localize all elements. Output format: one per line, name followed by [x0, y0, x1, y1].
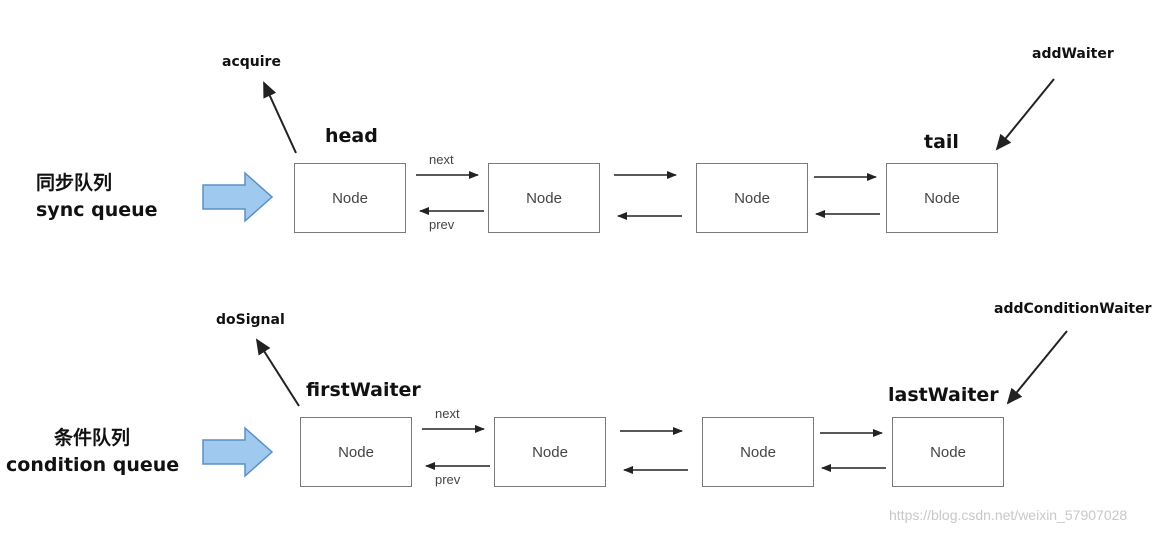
add-condition-waiter-arrow: [1006, 330, 1068, 405]
sync-node-2: Node: [488, 163, 600, 233]
sync-node-3: Node: [696, 163, 808, 233]
do-signal-arrow: [255, 338, 300, 407]
condition-queue-label: 条件队列 condition queue: [6, 425, 179, 479]
first-waiter-label: firstWaiter: [306, 379, 421, 401]
condition-queue-label-cn: 条件队列: [54, 427, 131, 449]
cond-node-first: Node: [300, 417, 412, 487]
sync-queue-label: 同步队列 sync queue: [36, 170, 158, 224]
sync-queue-label-en: sync queue: [36, 199, 158, 221]
condition-queue-entry-arrow: [202, 426, 274, 478]
sync-queue-label-cn: 同步队列: [36, 172, 113, 194]
sync-queue-entry-arrow: [202, 171, 274, 223]
sync-next-label: next: [429, 152, 454, 167]
watermark: https://blog.csdn.net/weixin_57907028: [889, 507, 1128, 523]
head-label: head: [325, 125, 378, 147]
cond-node-3: Node: [702, 417, 814, 487]
last-waiter-label: lastWaiter: [888, 384, 999, 406]
cond-next-label: next: [435, 406, 460, 421]
cond-node-2: Node: [494, 417, 606, 487]
sync-prev-label: prev: [429, 217, 455, 232]
do-signal-label: doSignal: [216, 312, 285, 328]
sync-node-tail: Node: [886, 163, 998, 233]
cond-prev-label: prev: [435, 472, 461, 487]
add-waiter-label: addWaiter: [1032, 46, 1114, 62]
cond-node-last: Node: [892, 417, 1004, 487]
sync-node-head: Node: [294, 163, 406, 233]
acquire-label: acquire: [222, 54, 281, 70]
add-condition-waiter-label: addConditionWaiter: [994, 301, 1152, 317]
condition-queue-label-en: condition queue: [6, 454, 180, 476]
acquire-arrow: [263, 81, 297, 154]
tail-label: tail: [924, 131, 959, 153]
add-waiter-arrow: [995, 78, 1055, 151]
